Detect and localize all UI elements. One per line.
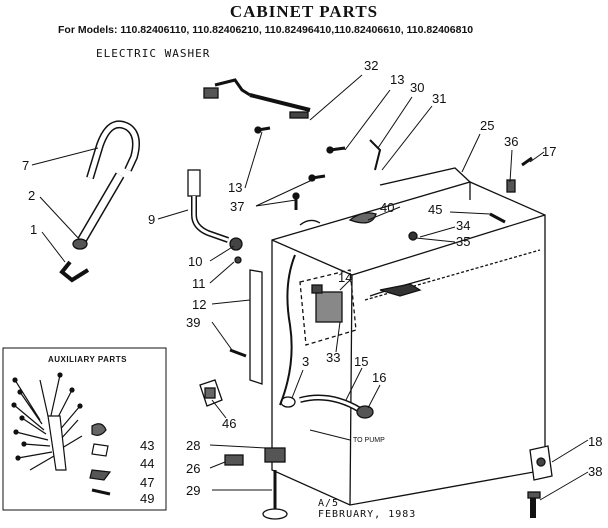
cord-part-32 xyxy=(203,78,311,119)
bracket-part-12 xyxy=(249,254,296,406)
callout-18: 18 xyxy=(588,434,602,449)
callout-25: 25 xyxy=(480,118,494,133)
footer-date: A/5 FEBRUARY, 1983 xyxy=(318,498,416,520)
callout-33: 33 xyxy=(326,350,340,365)
callout-12: 12 xyxy=(192,297,206,312)
model-numbers: For Models: 110.82406110, 110.82406210, … xyxy=(58,24,474,36)
callout-numbers: 7 2 1 9 10 11 12 39 13 37 32 13 30 31 25… xyxy=(22,58,602,498)
callout-44: 44 xyxy=(140,456,154,471)
callout-17: 17 xyxy=(542,144,556,159)
pump-note: TO PUMP xyxy=(353,437,385,444)
callout-31: 31 xyxy=(432,91,446,106)
callout-2: 2 xyxy=(28,188,35,203)
callout-9: 9 xyxy=(148,212,155,227)
callout-10: 10 xyxy=(188,254,202,269)
callout-13-lower: 13 xyxy=(228,180,242,195)
callout-15: 15 xyxy=(354,354,368,369)
callout-30: 30 xyxy=(410,80,424,95)
footer-date-text: FEBRUARY, 1983 xyxy=(318,509,417,520)
auxiliary-parts-title: AUXILIARY PARTS xyxy=(48,355,127,364)
leader-lines xyxy=(31,74,589,501)
cabinet xyxy=(271,167,546,506)
small-hardware xyxy=(229,126,533,358)
callout-13-upper: 13 xyxy=(390,72,404,87)
footer-code: A/5 xyxy=(318,498,340,509)
page-title: CABINET PARTS xyxy=(229,2,379,21)
product-subtitle: ELECTRIC WASHER xyxy=(96,47,211,60)
callout-40: 40 xyxy=(380,200,394,215)
callout-14: 14 xyxy=(338,270,352,285)
callout-35: 35 xyxy=(456,234,470,249)
callout-1: 1 xyxy=(30,222,37,237)
hose-part-7 xyxy=(86,120,140,180)
callout-3: 3 xyxy=(302,354,309,369)
callout-7: 7 xyxy=(22,158,29,173)
callout-43: 43 xyxy=(140,438,154,453)
callout-36: 36 xyxy=(504,134,518,149)
callout-37: 37 xyxy=(230,199,244,214)
callout-46: 46 xyxy=(222,416,236,431)
callout-11: 11 xyxy=(192,276,206,291)
leveling-parts xyxy=(527,445,553,518)
callout-29: 29 xyxy=(186,483,200,498)
callout-28: 28 xyxy=(186,438,200,453)
callout-34: 34 xyxy=(456,218,470,233)
lower-parts xyxy=(199,379,288,520)
callout-49: 49 xyxy=(140,491,154,506)
callout-38: 38 xyxy=(588,464,602,479)
callout-26: 26 xyxy=(186,461,200,476)
callout-39: 39 xyxy=(186,315,200,330)
timer-assembly-part-33 xyxy=(299,269,357,346)
callout-16: 16 xyxy=(372,370,386,385)
pump-hose-part-15 xyxy=(280,394,374,419)
auxiliary-parts-box: 43 44 47 49 xyxy=(2,347,167,511)
callout-45: 45 xyxy=(428,202,442,217)
callout-47: 47 xyxy=(140,475,154,490)
hose-part-2 xyxy=(59,172,125,283)
callout-32: 32 xyxy=(364,58,378,73)
